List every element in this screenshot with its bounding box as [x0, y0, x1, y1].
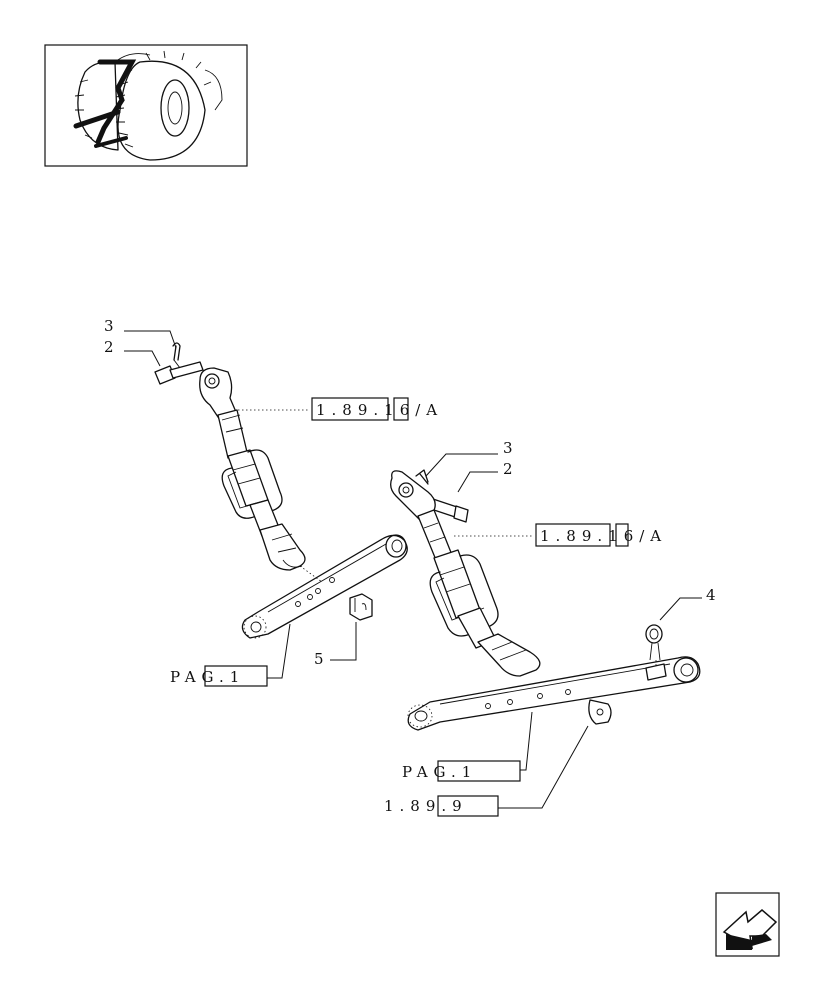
callout-2-right: 2	[503, 460, 513, 478]
callout-4: 4	[706, 586, 716, 604]
callout-5: 5	[314, 650, 324, 668]
bracket-part-5	[349, 593, 373, 621]
pag-right[interactable]: PAG.1	[402, 763, 477, 781]
pag-left[interactable]: PAG.1	[170, 668, 245, 686]
lower-link-arm-right	[407, 656, 701, 731]
ref-right-upper[interactable]: 1.89.16/A	[540, 527, 667, 545]
callout-2-left: 2	[104, 338, 114, 356]
tractor-thumbnail[interactable]	[44, 44, 248, 167]
ref-lower[interactable]: 1.89.9	[384, 797, 468, 815]
left-lifting-rod-assembly: 3 2	[104, 317, 443, 687]
right-lifting-rod-assembly: 3 2	[384, 439, 716, 817]
return-arrow-icon[interactable]	[715, 892, 780, 957]
clip-pin	[172, 342, 181, 369]
lower-link-arm-left	[241, 534, 408, 639]
ref-left-upper[interactable]: 1.89.16/A	[316, 401, 443, 419]
callout-3-left: 3	[104, 317, 114, 335]
callout-3-right: 3	[503, 439, 513, 457]
pin-part-4	[645, 624, 667, 681]
clevis-pin	[154, 361, 204, 385]
